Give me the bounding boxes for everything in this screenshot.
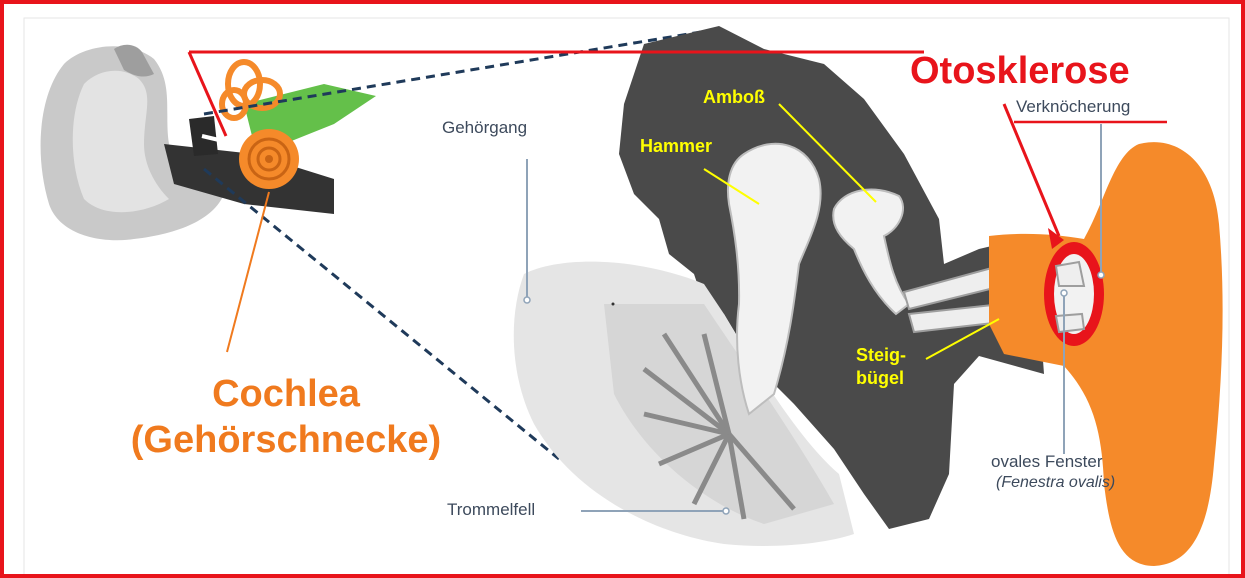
steigbuegel-label-line1: Steig- [856, 344, 906, 367]
ovales-fenster-label: ovales Fenster [991, 452, 1103, 472]
cochlea-label-line1: Cochlea [86, 372, 486, 418]
amboss-label: Amboß [703, 87, 765, 108]
otosklerose-title: Otosklerose [910, 50, 1130, 93]
fenestra-ovalis-label: (Fenestra ovalis) [996, 474, 1115, 492]
cochlea-label-line2: (Gehörschnecke) [86, 418, 486, 464]
hammer-label: Hammer [640, 136, 712, 157]
steigbuegel-label-line2: bügel [856, 367, 906, 390]
cochlea-label: Cochlea (Gehörschnecke) [86, 372, 486, 463]
gehoergang-label: Gehörgang [442, 118, 527, 138]
verknoecherung-label: Verknöcherung [1016, 97, 1130, 117]
trommelfell-label: Trommelfell [447, 500, 535, 520]
steigbuegel-label: Steig- bügel [856, 344, 906, 391]
cochlea-small [239, 129, 299, 189]
